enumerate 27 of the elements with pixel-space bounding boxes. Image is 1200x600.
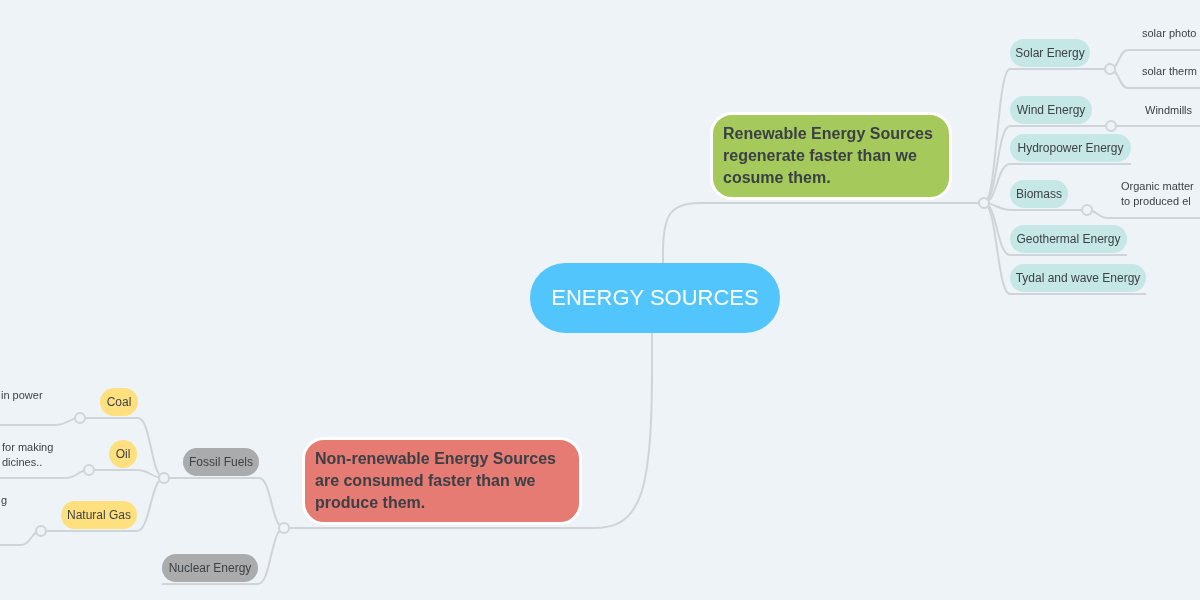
main-topic-box: Renewable Energy Sources regenerate faster than we cosume them. <box>710 112 952 200</box>
subtopic-pill: Oil <box>109 440 137 468</box>
central-topic: ENERGY SOURCES <box>530 263 780 333</box>
connector-line <box>65 469 110 479</box>
subtopic-pill: Tydal and wave Energy <box>1010 264 1146 292</box>
subtopic-pill: Biomass <box>1010 180 1068 208</box>
topic-text: in power <box>0 386 56 426</box>
subtopic-pill: Wind Energy <box>1010 96 1092 124</box>
subtopic-pill: Natural Gas <box>61 501 137 529</box>
topic-text: solar therm <box>1128 62 1200 89</box>
main-topic-box: Non-renewable Energy Sources are consumed faster than we produce them. <box>302 437 582 525</box>
connector-line <box>662 202 711 264</box>
connector-line <box>581 332 653 529</box>
subtopic-pill: Hydropower Energy <box>1010 134 1131 162</box>
topic-text: g <box>0 491 21 546</box>
connector-line <box>55 417 101 426</box>
subtopic-pill: Nuclear Energy <box>162 554 258 582</box>
subtopic-pill: Fossil Fuels <box>183 448 259 476</box>
subtopic-pill: Solar Energy <box>1010 39 1090 67</box>
topic-text: solar photo <box>1128 24 1200 51</box>
connector-line <box>1067 209 1109 219</box>
topic-text: Windmills <box>1131 101 1200 127</box>
subtopic-pill: Coal <box>100 388 138 416</box>
subtopic-pill: Geothermal Energy <box>1010 225 1127 253</box>
topic-text: for making dicines.. <box>0 438 66 479</box>
connector-line <box>20 530 62 546</box>
topic-text: Organic matter to produced el <box>1108 177 1200 219</box>
